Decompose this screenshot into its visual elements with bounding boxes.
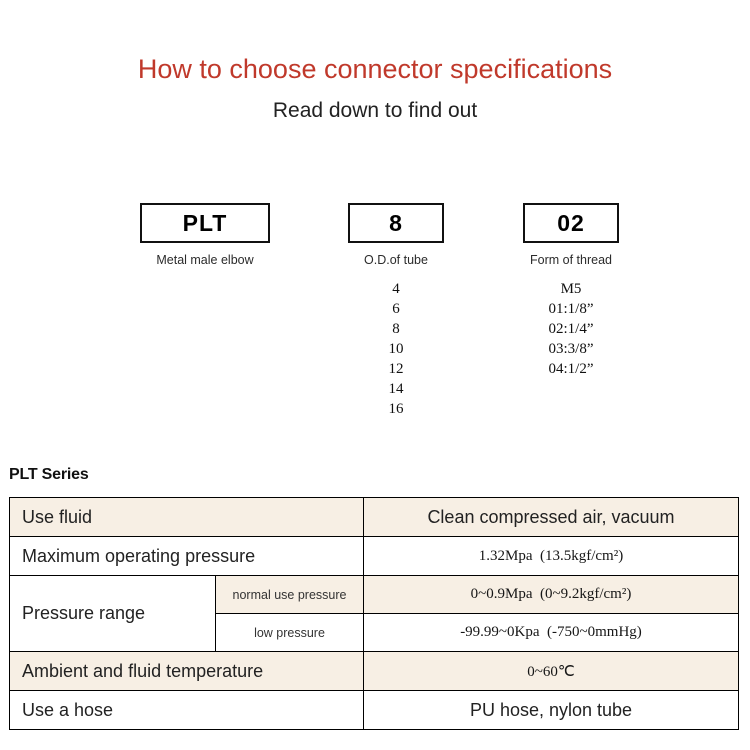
table-row: Use a hose PU hose, nylon tube [9,690,739,730]
code-option: 6 [392,301,400,317]
table-row: low pressure -99.99~0Kpa (-750~0mmHg) [10,613,739,652]
table-row: Maximum operating pressure 1.32Mpa (13.5k… [9,536,739,576]
table-row: Pressure range normal use pressure 0~0.9Mp… [9,575,739,652]
code-caption-thread-form: Form of thread [530,253,612,267]
row-value: 0~0.9Mpa (0~9.2kgf/cm²) [470,586,632,602]
code-option: 16 [388,401,404,417]
row-label: Ambient and fluid temperature [22,660,264,681]
code-caption-tube-od: O.D.of tube [364,253,428,267]
row-value: 1.32Mpa (13.5kgf/cm²) [478,547,624,564]
code-box-series: PLT [140,203,270,243]
row-sub-label: normal use pressure [232,587,347,602]
page-header: How to choose connector specifications R… [0,0,750,123]
code-options-tube-od: 4 6 8 10 12 14 16 [348,279,444,419]
code-option: 03:3/8” [548,341,594,357]
code-options-thread-form: M5 01:1/8” 02:1/4” 03:3/8” 04:1/2” [523,279,619,379]
code-column-tube-od: 8 O.D.of tube 4 6 8 10 12 14 16 [348,203,444,419]
table-row: Use fluid Clean compressed air, vacuum [9,497,739,537]
code-box-tube-od-value: 8 [389,209,403,236]
code-box-series-value: PLT [182,209,228,236]
row-value: 0~60℃ [527,663,575,680]
row-label: Maximum operating pressure [22,545,256,566]
code-box-thread-form: 02 [523,203,619,243]
code-box-thread-form-value: 02 [557,209,585,236]
code-option: 4 [392,281,400,297]
code-option: 04:1/2” [548,361,594,377]
code-column-thread-form: 02 Form of thread M5 01:1/8” 02:1/4” 03:3/8… [523,203,619,379]
code-option: M5 [560,281,582,297]
code-breakdown: PLT Metal male elbow 8 O.D.of tube 4 6 8 10… [0,203,750,453]
code-option: 10 [388,341,404,357]
row-label: Use fluid [22,506,93,527]
code-box-tube-od: 8 [348,203,444,243]
page-subtitle: Read down to find out [272,99,478,122]
code-option: 01:1/8” [548,301,594,317]
table-row: Ambient and fluid temperature 0~60℃ [9,651,739,691]
code-option: 14 [388,381,404,397]
row-value: Clean compressed air, vacuum [427,506,675,527]
code-option: 12 [388,361,404,377]
row-value: -99.99~0Kpa (-750~0mmHg) [460,624,642,640]
code-option: 8 [392,321,400,337]
row-sub-label: low pressure [254,625,325,640]
code-caption-series: Metal male elbow [156,253,254,267]
series-label: PLT Series [9,466,89,483]
page-title: How to choose connector specifications [137,54,613,84]
row-label: Pressure range [22,603,146,623]
code-column-series: PLT Metal male elbow [140,203,270,279]
code-option: 02:1/4” [548,321,594,337]
row-value: PU hose, nylon tube [469,699,633,720]
row-label: Use a hose [22,699,114,720]
